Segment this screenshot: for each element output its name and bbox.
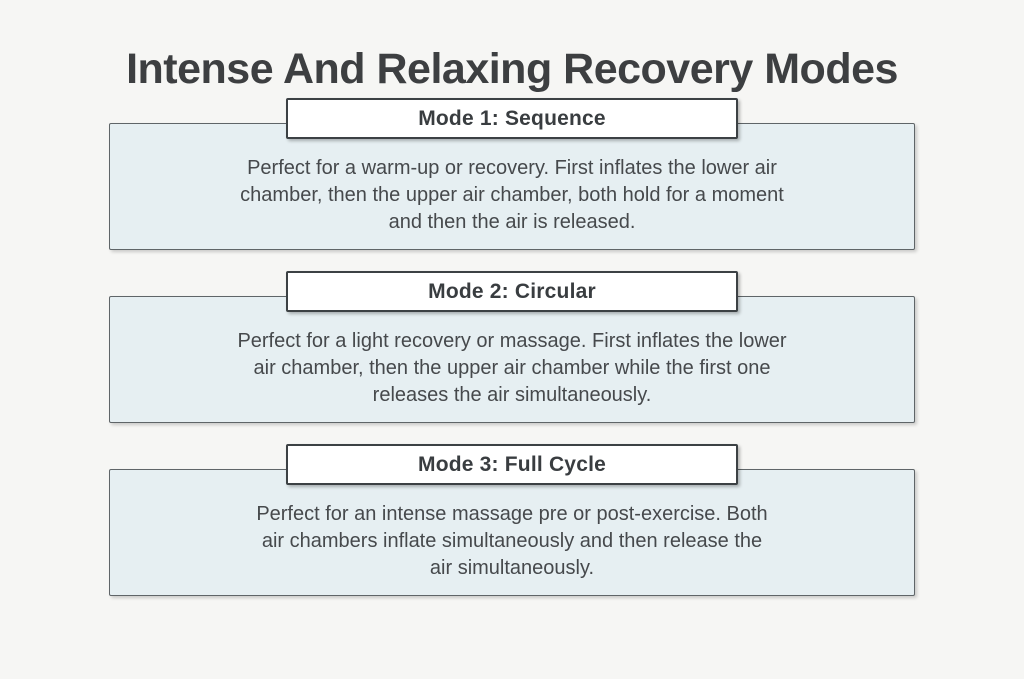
mode-section-sequence: Mode 1: Sequence Perfect for a warm-up o… [109, 98, 915, 250]
mode-3-card: Perfect for an intense massage pre or po… [109, 469, 915, 596]
mode-2-title: Mode 2: Circular [428, 279, 596, 303]
mode-3-title: Mode 3: Full Cycle [418, 452, 606, 476]
mode-1-header-box: Mode 1: Sequence [286, 98, 738, 139]
mode-1-description: Perfect for a warm-up or recovery. First… [240, 157, 784, 233]
mode-3-header-box: Mode 3: Full Cycle [286, 444, 738, 485]
mode-section-full-cycle: Mode 3: Full Cycle Perfect for an intens… [109, 444, 915, 596]
mode-2-description: Perfect for a light recovery or massage.… [237, 330, 787, 406]
mode-3-description: Perfect for an intense massage pre or po… [256, 503, 768, 579]
mode-1-card: Perfect for a warm-up or recovery. First… [109, 123, 915, 250]
mode-section-circular: Mode 2: Circular Perfect for a light rec… [109, 271, 915, 423]
mode-sections: Mode 1: Sequence Perfect for a warm-up o… [109, 98, 915, 596]
mode-1-title: Mode 1: Sequence [418, 106, 606, 130]
mode-2-header-box: Mode 2: Circular [286, 271, 738, 312]
mode-2-card: Perfect for a light recovery or massage.… [109, 296, 915, 423]
page-title: Intense And Relaxing Recovery Modes [126, 45, 898, 93]
